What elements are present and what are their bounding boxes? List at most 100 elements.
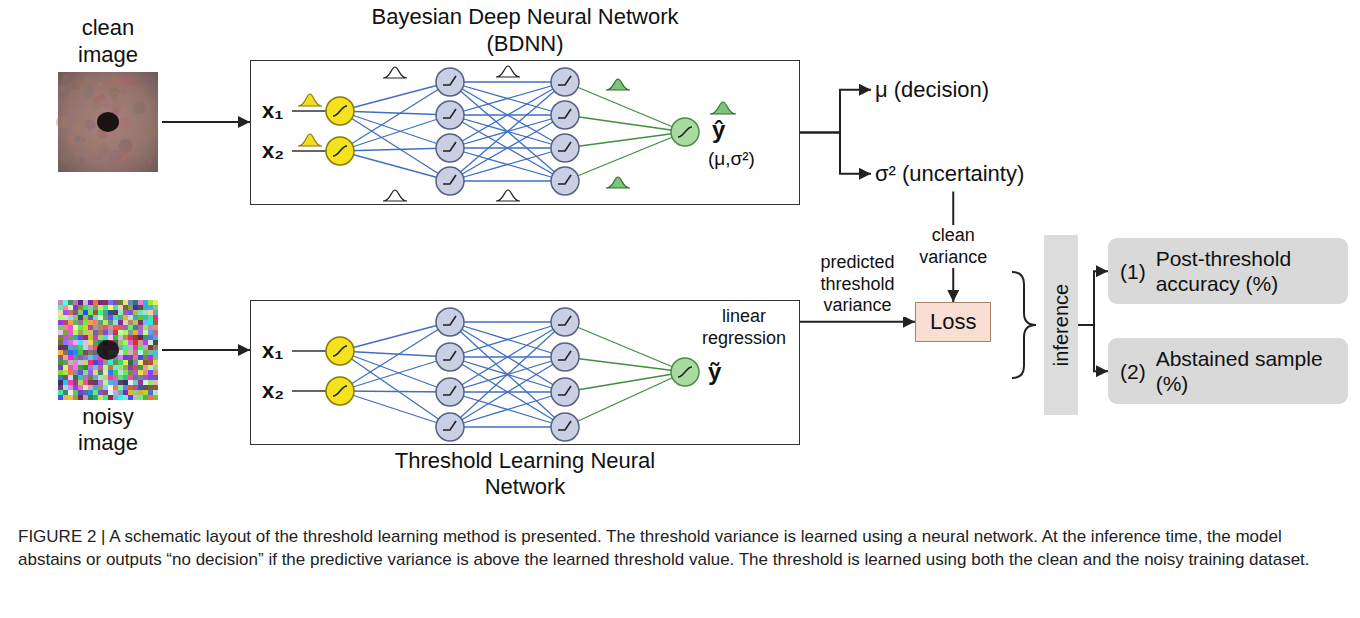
weight-line bbox=[450, 357, 565, 427]
skin-texture bbox=[67, 138, 71, 142]
activation-symbol bbox=[443, 109, 456, 118]
noise-pixel bbox=[143, 325, 148, 330]
noise-pixel bbox=[133, 310, 138, 315]
noise-pixel bbox=[63, 370, 68, 375]
noise-pixel bbox=[73, 330, 78, 335]
noise-pixel bbox=[133, 375, 138, 380]
noise-pixel bbox=[153, 325, 158, 330]
edge-label: clean variance bbox=[913, 225, 993, 268]
noise-pixel bbox=[73, 380, 78, 385]
neuron bbox=[326, 377, 354, 405]
noise-pixel bbox=[98, 370, 103, 375]
noise-pixel bbox=[128, 360, 133, 365]
noise-pixel bbox=[58, 340, 63, 345]
noise-pixel bbox=[88, 360, 93, 365]
noise-pixel bbox=[108, 385, 113, 390]
noise-pixel bbox=[138, 395, 143, 400]
noise-pixel bbox=[133, 305, 138, 310]
noise-pixel bbox=[103, 385, 108, 390]
noise-pixel bbox=[83, 330, 88, 335]
noise-pixel bbox=[78, 325, 83, 330]
noise-pixel bbox=[153, 315, 158, 320]
clean-image-ground bbox=[58, 72, 158, 172]
noise-pixel bbox=[148, 340, 153, 345]
noise-pixel bbox=[108, 305, 113, 310]
noise-pixel bbox=[83, 305, 88, 310]
noise-pixel bbox=[143, 355, 148, 360]
noise-pixel bbox=[138, 350, 143, 355]
weight-line bbox=[450, 82, 565, 148]
noise-pixel bbox=[103, 390, 108, 395]
noise-pixel bbox=[83, 325, 88, 330]
input-line bbox=[292, 150, 326, 152]
noise-pixel bbox=[108, 395, 113, 400]
noise-pixel bbox=[113, 390, 118, 395]
weight-line bbox=[450, 322, 565, 392]
weight-line bbox=[450, 392, 565, 427]
neuron bbox=[436, 101, 464, 129]
noise-pixel bbox=[133, 320, 138, 325]
skin-texture bbox=[59, 85, 66, 92]
noise-pixel bbox=[153, 320, 158, 325]
noise-pixel bbox=[93, 310, 98, 315]
node-label: Bayesian Deep Neural Network (BDNN) bbox=[360, 4, 690, 57]
noise-pixel bbox=[153, 350, 158, 355]
noise-pixel bbox=[153, 305, 158, 310]
noise-pixel bbox=[108, 335, 113, 340]
noise-pixel bbox=[88, 305, 93, 310]
noise-pixel bbox=[98, 375, 103, 380]
skin-texture bbox=[82, 138, 86, 142]
lesion-spot bbox=[97, 112, 119, 132]
arrow-connector bbox=[162, 349, 250, 351]
gaussian-symbol bbox=[606, 79, 630, 90]
noise-pixel bbox=[98, 380, 103, 385]
noise-pixel bbox=[123, 340, 128, 345]
input-symbol: x₂ bbox=[262, 378, 284, 404]
noise-pixel bbox=[93, 375, 98, 380]
noise-pixel bbox=[58, 300, 63, 305]
label-holder: (μ,σ²) bbox=[708, 148, 755, 171]
noise-pixel bbox=[128, 305, 133, 310]
activation-symbol bbox=[443, 142, 456, 151]
noise-pixel bbox=[58, 310, 63, 315]
noise-pixel bbox=[128, 370, 133, 375]
gaussian-symbol bbox=[710, 102, 736, 114]
noise-pixel bbox=[78, 310, 83, 315]
noise-pixel bbox=[123, 350, 128, 355]
text-holder: noisy image bbox=[63, 404, 153, 457]
noise-pixel bbox=[73, 320, 78, 325]
noise-pixel bbox=[103, 335, 108, 340]
noise-pixel bbox=[153, 345, 158, 350]
noise-pixel bbox=[98, 390, 103, 395]
noise-pixel bbox=[103, 365, 108, 370]
noise-pixel bbox=[78, 380, 83, 385]
noise-pixel bbox=[98, 330, 103, 335]
figure-caption: FIGURE 2 | A schematic layout of the thr… bbox=[18, 526, 1342, 572]
neuron bbox=[551, 413, 579, 441]
noise-pixel bbox=[93, 330, 98, 335]
noise-pixel bbox=[78, 305, 83, 310]
node-label: Loss bbox=[930, 308, 976, 336]
noise-pixel bbox=[123, 335, 128, 340]
noise-pixel bbox=[148, 385, 153, 390]
noise-pixel bbox=[73, 360, 78, 365]
noise-pixel bbox=[98, 365, 103, 370]
neuron bbox=[436, 308, 464, 336]
noise-pixel bbox=[78, 390, 83, 395]
noise-pixel bbox=[58, 385, 63, 390]
weight-line bbox=[450, 180, 565, 181]
noise-pixel bbox=[73, 310, 78, 315]
noise-pixel bbox=[73, 325, 78, 330]
activation-symbol bbox=[558, 142, 571, 151]
noise-pixel bbox=[148, 325, 153, 330]
noise-pixel bbox=[118, 390, 123, 395]
neuron bbox=[551, 101, 579, 129]
weight-line bbox=[340, 322, 450, 351]
noise-pixel bbox=[123, 310, 128, 315]
noise-pixel bbox=[153, 385, 158, 390]
noise-pixel bbox=[88, 325, 93, 330]
text-holder: clean image bbox=[63, 15, 153, 68]
weight-line bbox=[450, 82, 565, 115]
weight-line bbox=[450, 115, 565, 181]
